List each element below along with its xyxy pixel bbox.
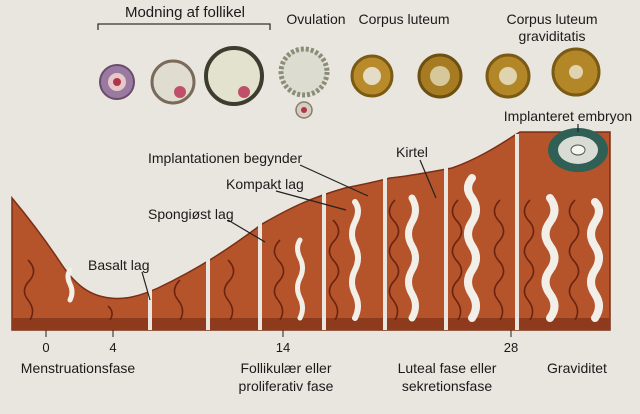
implanted-embryo [548,128,608,172]
follicle-3 [204,46,264,106]
gland [65,267,75,303]
gland [464,174,480,322]
label-compact-layer: Kompakt lag [226,176,304,192]
label-spongy-layer: Spongiøst lag [148,206,234,222]
day-axis: 0 4 14 28 [42,330,518,355]
ovulation-follicle [278,46,330,119]
corpus-luteum-1 [350,54,394,98]
phase-menstruation: Menstruationsfase [21,360,136,376]
gland [541,194,559,322]
label-corpus-luteum: Corpus luteum [358,11,449,27]
corpus-luteum-2 [417,53,463,99]
phase-luteal-2: sekretionsfase [402,378,492,394]
basal-stripe [12,318,610,330]
pointer-spongy [227,219,266,243]
follicle-bracket [97,23,271,30]
label-implantation-begins: Implantationen begynder [148,150,302,166]
phase-follicular-2: proliferativ fase [239,378,334,394]
endometrium-body [11,131,611,331]
label-implanted-embryo: Implanteret embryon [504,108,632,124]
label-corpus-luteum-grav-1: Corpus luteum [506,11,597,27]
day-tick-4: 4 [109,340,116,355]
pointer-implantation [299,164,369,197]
day-tick-28: 28 [504,340,518,355]
gland [349,199,361,321]
phase-pregnancy: Graviditet [547,360,607,376]
label-follicle-maturation: Modning af follikel [125,4,245,21]
pointer-basal [141,271,151,301]
phase-luteal-1: Luteal fase eller [398,360,497,376]
corpus-luteum-graviditatis [551,47,601,97]
gland [587,198,603,322]
day-tick-14: 14 [276,340,290,355]
pointer-compact [275,190,347,211]
label-ovulation: Ovulation [286,11,345,27]
pointer-lines [141,124,579,301]
spiral-arteries [23,199,580,321]
follicle-1 [99,64,135,100]
label-basal-layer: Basalt lag [88,257,149,273]
day-tick-0: 0 [42,340,49,355]
phase-follicular-1: Follikulær eller [240,360,331,376]
label-gland: Kirtel [396,144,428,160]
gland [295,237,305,321]
pointer-gland [419,159,437,199]
follicle-2 [150,59,196,105]
corpus-luteum-3 [485,53,531,99]
label-corpus-luteum-grav-2: graviditatis [519,28,586,44]
glands [65,174,603,322]
gland [405,194,419,322]
